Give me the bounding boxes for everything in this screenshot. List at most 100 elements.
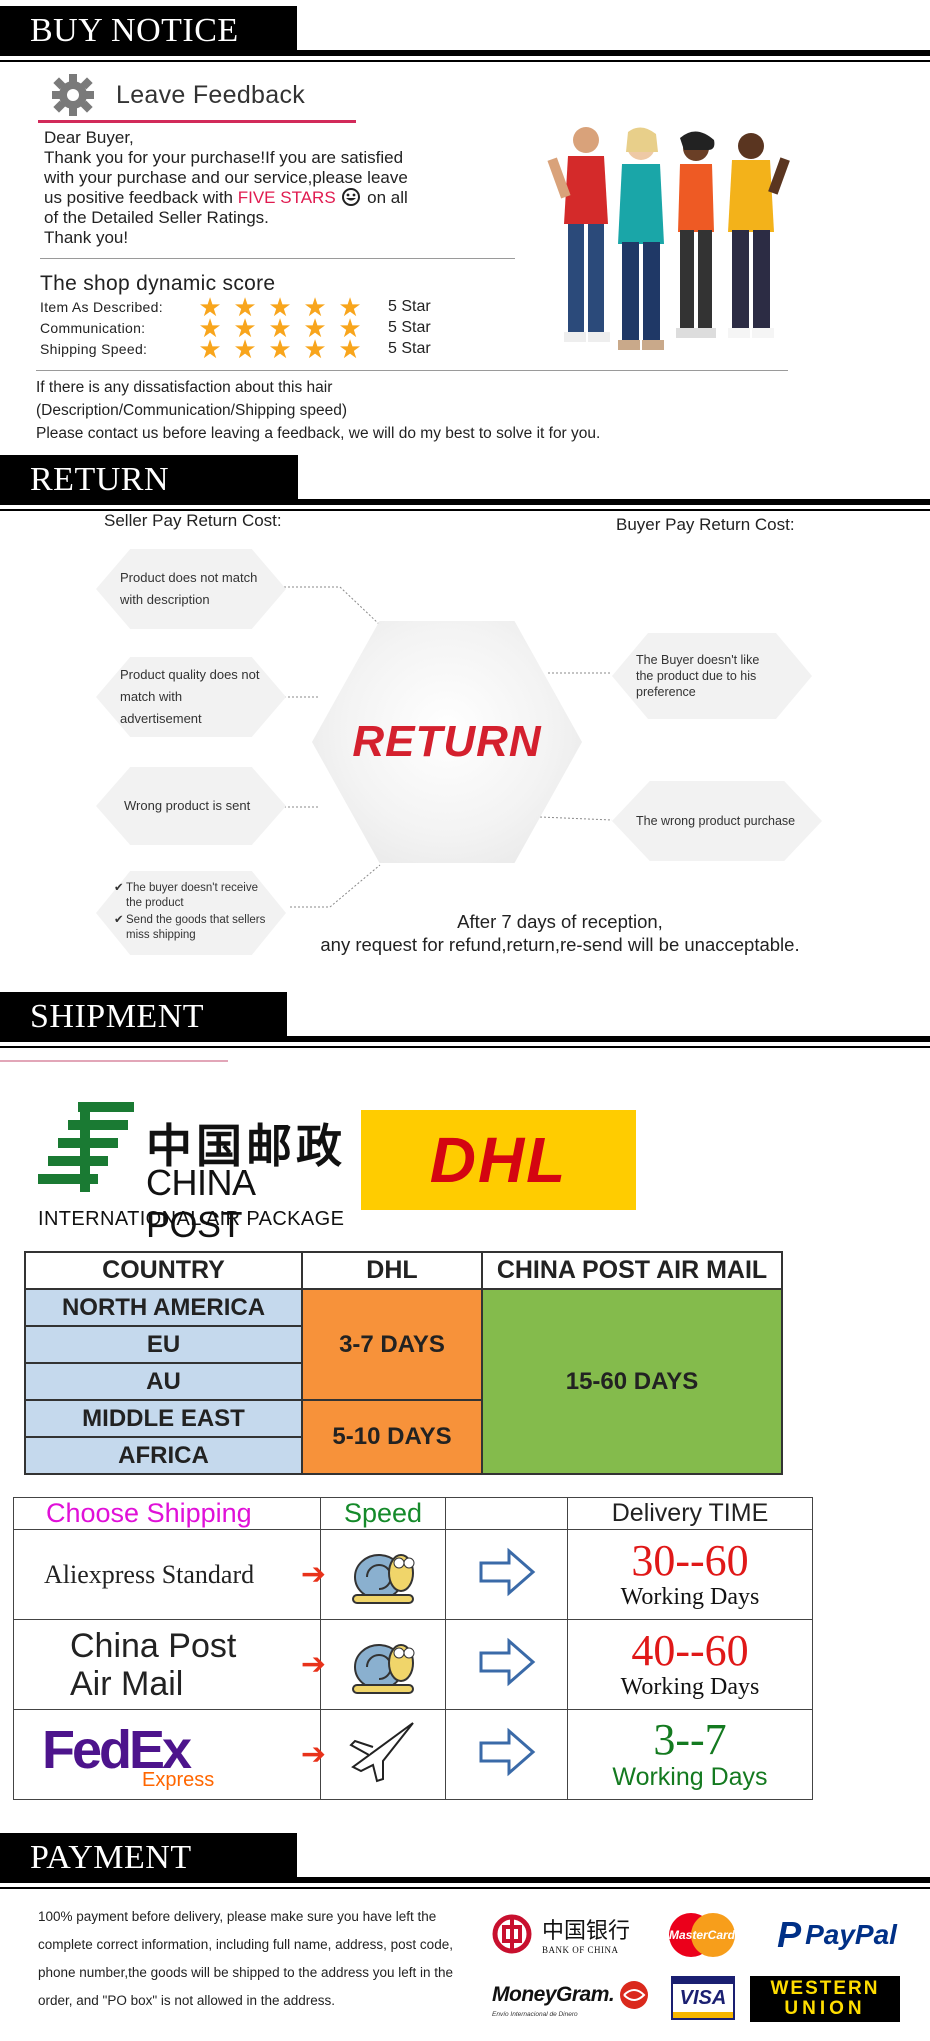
- western-union-text: UNION: [784, 1998, 866, 2019]
- bank-of-china-icon: [492, 1914, 532, 1954]
- delivery-unit: Working Days: [620, 1584, 760, 1610]
- fedex-logo-text: FedEx: [42, 1719, 192, 1780]
- shipping-name-cell: Aliexpress Standard ➔: [13, 1529, 326, 1620]
- dhl-logo: DHL: [361, 1110, 636, 1210]
- paypal-p-icon: P: [777, 1914, 802, 1955]
- dear-line: Dear Buyer,: [44, 128, 134, 147]
- gear-icon: [38, 70, 108, 120]
- check-icon: ✔: [114, 882, 124, 894]
- seller-reason-hex: [96, 871, 286, 955]
- dear-buyer-text: Dear Buyer, Thank you for your purchase!…: [44, 128, 544, 248]
- delivery-days: 3--7: [653, 1715, 727, 1764]
- star-rating: ★★★★★: [194, 292, 366, 322]
- delivery-time-cell: 30--60 Working Days: [567, 1529, 813, 1620]
- dear-line: Thank you!: [44, 228, 129, 247]
- header-rule: [0, 50, 930, 56]
- seller-reason-hex: Product does not match with description: [96, 549, 286, 629]
- pink-divider: [0, 1060, 228, 1062]
- seller-reason-hex: Wrong product is sent: [96, 767, 286, 845]
- star-icon: ★: [198, 292, 222, 322]
- header-rule: [0, 1036, 930, 1042]
- score-value: 5 Star: [388, 298, 431, 315]
- seller-reason-text: Product does not match with description: [120, 570, 258, 607]
- star-rating: ★★★★★: [194, 313, 366, 343]
- dear-line: us positive feedback with FIVE STARS on …: [44, 188, 544, 208]
- visa-text: VISA: [679, 1986, 727, 2009]
- check-item: ✔Send the goods that sellers miss shippi…: [114, 913, 272, 943]
- star-icon: ★: [338, 292, 362, 322]
- seller-reason-hex: Product quality does not match with adve…: [96, 657, 286, 737]
- payment-section: PAYMENT 100% payment before delivery, pl…: [0, 1833, 930, 2041]
- person-figure: [676, 131, 716, 338]
- paypal-text: PayPal: [805, 1919, 897, 1950]
- payment-header: PAYMENT: [0, 1833, 930, 1889]
- delivery-days: 30--60: [631, 1536, 749, 1585]
- return-section: RETURN Seller Pay Return Cost: Buyer Pay…: [0, 455, 930, 985]
- buyer-reason-hex: The wrong product purchase: [612, 781, 822, 861]
- payment-text: 100% payment before delivery, please mak…: [38, 1909, 454, 2008]
- fedex-express-text: Express: [142, 1768, 215, 1791]
- buyer-pay-label: Buyer Pay Return Cost:: [616, 515, 795, 534]
- shipment-section: SHIPMENT 中国邮政 CHINA POST INTERNATIONAL A…: [0, 992, 930, 1832]
- country-cell: MIDDLE EAST: [24, 1399, 303, 1438]
- check-text: Send the goods that sellers miss shippin…: [126, 914, 266, 941]
- dear-line-part: us positive feedback with: [44, 188, 233, 207]
- shipment-title: SHIPMENT: [0, 992, 287, 1040]
- dhl-logo-text: DHL: [429, 1124, 568, 1196]
- delivery-time-cell: 3--7 Working Days: [567, 1709, 813, 1800]
- check-icon: ✔: [114, 914, 124, 926]
- fedex-logo: FedEx Express: [42, 1719, 232, 1791]
- moneygram-text: MoneyGram.: [492, 1982, 615, 2006]
- star-icon: ★: [268, 334, 292, 364]
- score-value: 5 Star: [388, 340, 431, 357]
- star-icon: ★: [198, 313, 222, 343]
- bank-of-china-en: BANK OF CHINA: [542, 1945, 619, 1955]
- seller-reason-text: Wrong product is sent: [124, 798, 251, 813]
- snail-icon: [320, 1619, 446, 1710]
- western-union-logo: WESTERN UNION: [750, 1976, 900, 2022]
- red-arrow-icon: ➔: [300, 1558, 326, 1591]
- after-7-days-notice: After 7 days of reception, any request f…: [280, 910, 840, 956]
- divider: [36, 370, 788, 371]
- blue-arrow-icon: [445, 1529, 568, 1620]
- shipping-name-cell: FedEx Express ➔: [13, 1709, 326, 1800]
- buy-notice-title: BUY NOTICE: [0, 6, 297, 54]
- dissat-line: (Description/Communication/Shipping spee…: [36, 402, 348, 419]
- choose-shipping-header: Choose Shipping: [13, 1497, 321, 1530]
- header-rule: [0, 1877, 930, 1883]
- table-header: DHL: [301, 1251, 483, 1290]
- return-header: RETURN: [0, 455, 930, 511]
- buyer-reason-text: The Buyer doesn't like the product due t…: [636, 653, 760, 699]
- snail-icon: [320, 1529, 446, 1620]
- smile-icon: [340, 188, 362, 206]
- star-icon: ★: [268, 313, 292, 343]
- mastercard-text: MasterCard: [668, 1928, 736, 1942]
- shipment-header: SHIPMENT: [0, 992, 930, 1048]
- dissatisfaction-text: If there is any dissatisfaction about th…: [36, 376, 856, 445]
- shipping-time-table: COUNTRY DHL CHINA POST AIR MAIL NORTH AM…: [24, 1251, 783, 1475]
- star-icon: ★: [198, 334, 222, 364]
- star-icon: ★: [233, 334, 257, 364]
- dear-line: of the Detailed Seller Ratings.: [44, 208, 269, 227]
- dear-line: Thank you for your purchase!If you are s…: [44, 148, 404, 167]
- header-rule-thin: [0, 1887, 930, 1889]
- score-value: 5 Star: [388, 319, 431, 336]
- paypal-logo: P PayPal: [764, 1913, 910, 1957]
- person-figure: [728, 133, 790, 338]
- dhl-days-cell: 3-7 DAYS: [301, 1288, 483, 1401]
- table-header: CHINA POST AIR MAIL: [481, 1251, 783, 1290]
- five-stars-highlight: FIVE STARS: [237, 188, 336, 207]
- header-rule-thin: [0, 60, 930, 62]
- country-cell: AU: [24, 1362, 303, 1401]
- moneygram-globe-icon: [620, 1980, 649, 2009]
- score-row-communication: Communication: ★★★★★ 5 Star: [40, 313, 431, 343]
- leave-feedback-box: Leave Feedback: [38, 70, 518, 123]
- score-row-item-described: Item As Described: ★★★★★ 5 Star: [40, 292, 431, 322]
- check-list: ✔The buyer doesn't receive the product ✔…: [114, 881, 272, 943]
- arrow-header: [445, 1497, 568, 1530]
- table-header: COUNTRY: [24, 1251, 303, 1290]
- star-rating: ★★★★★: [194, 334, 366, 364]
- china-post-en: CHINA POST: [146, 1162, 254, 1245]
- country-cell: EU: [24, 1325, 303, 1364]
- star-icon: ★: [233, 313, 257, 343]
